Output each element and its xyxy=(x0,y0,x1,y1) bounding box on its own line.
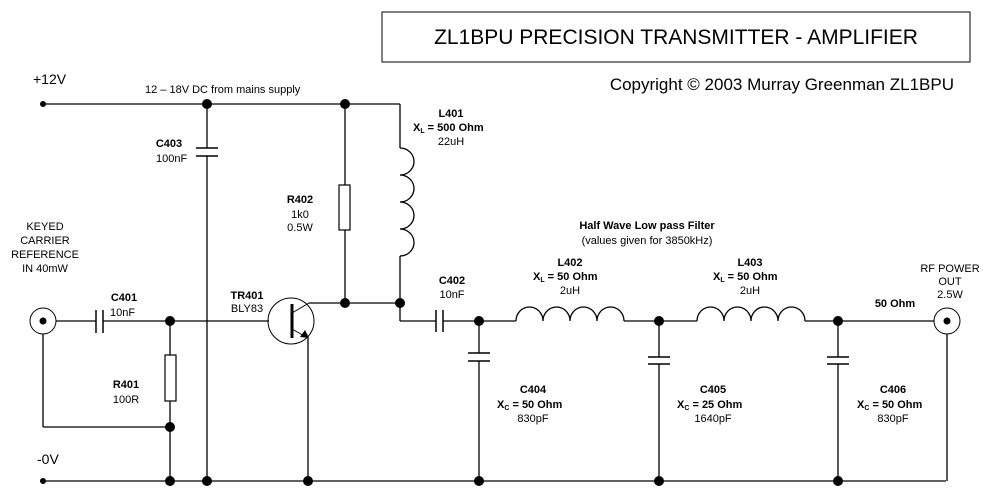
filter-title: Half Wave Low pass Filter xyxy=(579,220,715,232)
capacitor-c405 xyxy=(648,316,670,481)
inductor-l402 xyxy=(515,306,697,322)
c406-value: 830pF xyxy=(877,413,908,425)
collector-net xyxy=(309,298,436,322)
positive-rail xyxy=(40,99,401,148)
c401-ref: C401 xyxy=(111,292,137,304)
inductor-l403 xyxy=(696,306,934,322)
output-label-line3: 2.5W xyxy=(937,289,963,301)
input-net xyxy=(42,310,269,428)
l402-value: 2uH xyxy=(560,285,580,297)
positive-rail-label: +12V xyxy=(33,71,67,87)
input-label-line4: IN 40mW xyxy=(22,263,68,275)
input-connector[interactable] xyxy=(29,307,57,335)
input-label-line3: REFERENCE xyxy=(11,249,79,261)
c406-reactance: XC = 50 Ohm xyxy=(857,399,923,412)
l401-value: 22uH xyxy=(438,136,464,148)
c404-value: 830pF xyxy=(517,413,548,425)
r401-value: 100R xyxy=(113,394,139,406)
output-impedance: 50 Ohm xyxy=(875,298,916,310)
capacitor-c403 xyxy=(196,104,218,481)
c406-ref: C406 xyxy=(880,384,906,396)
output-label-line2: OUT xyxy=(938,276,962,288)
c402-ref: C402 xyxy=(439,275,465,287)
c403-value: 100nF xyxy=(156,153,187,165)
c401-value: 10nF xyxy=(110,307,135,319)
c405-ref: C405 xyxy=(700,384,726,396)
input-label-line1: KEYED xyxy=(26,221,63,233)
c404-ref: C404 xyxy=(520,384,547,396)
r402-ref: R402 xyxy=(287,194,313,206)
tr401-value: BLY83 xyxy=(231,303,263,315)
l403-reactance: XL = 50 Ohm xyxy=(713,271,778,284)
supply-note: 12 – 18V DC from mains supply xyxy=(145,84,301,96)
c403-ref: C403 xyxy=(156,138,182,150)
filter-note: (values given for 3850kHz) xyxy=(582,235,713,247)
title: ZL1BPU PRECISION TRANSMITTER - AMPLIFIER xyxy=(434,26,918,49)
output-label-line1: RF POWER xyxy=(920,263,979,275)
l403-value: 2uH xyxy=(740,285,760,297)
ground-rail xyxy=(40,476,946,486)
c405-value: 1640pF xyxy=(694,413,732,425)
input-label-line2: CARRIER xyxy=(20,235,70,247)
copyright: Copyright © 2003 Murray Greenman ZL1BPU xyxy=(610,75,954,94)
output-connector[interactable] xyxy=(933,307,961,335)
l402-ref: L402 xyxy=(557,257,582,269)
c405-reactance: XC = 25 Ohm xyxy=(677,399,743,412)
r401-ref: R401 xyxy=(113,379,139,391)
c404-reactance: XC = 50 Ohm xyxy=(497,399,563,412)
l403-ref: L403 xyxy=(737,257,762,269)
capacitor-c404 xyxy=(468,316,490,481)
tr401-ref: TR401 xyxy=(230,290,263,302)
r402-value: 1k0 xyxy=(291,209,309,221)
r402-rating: 0.5W xyxy=(287,222,313,234)
l401-ref: L401 xyxy=(438,108,463,120)
l402-reactance: XL = 50 Ohm xyxy=(533,271,598,284)
inductor-l401 xyxy=(399,147,415,303)
l401-reactance: XL = 500 Ohm xyxy=(413,122,484,135)
transistor-tr401 xyxy=(267,297,315,481)
title-box xyxy=(381,11,971,63)
capacitor-c406 xyxy=(827,316,849,481)
resistor-r402 xyxy=(338,104,351,303)
ground-rail-label: -0V xyxy=(37,451,59,467)
resistor-r401 xyxy=(164,321,177,481)
c402-value: 10nF xyxy=(439,289,464,301)
